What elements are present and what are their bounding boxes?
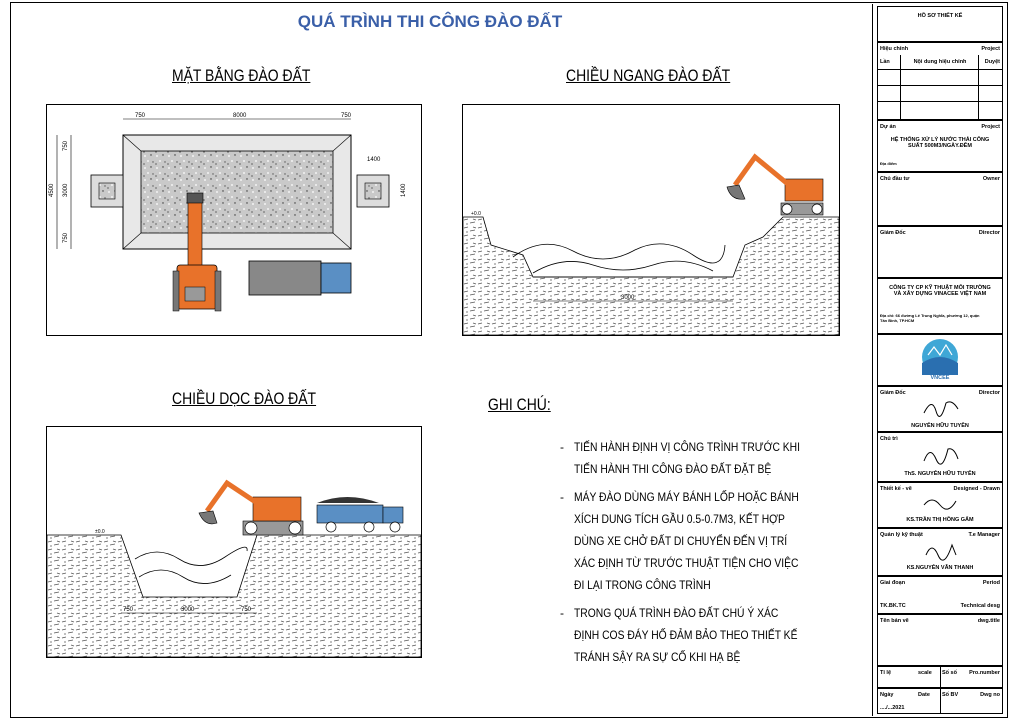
title-block: HỒ SƠ THIẾT KẾ Hiệu chỉnh Project Lần Nộ… xyxy=(872,4,1007,716)
dim-side-w: 1400 xyxy=(367,157,381,163)
dim-side-h: 1400 xyxy=(401,183,407,197)
tb-header: HỒ SƠ THIẾT KẾ xyxy=(877,6,1003,42)
page-title: QUÁ TRÌNH THI CÔNG ĐÀO ĐẤT xyxy=(297,12,563,31)
note-item: -TRONG QUÁ TRÌNH ĐÀO ĐẤT CHÚ Ý XÁC ĐỊNH … xyxy=(560,602,840,668)
tb-date: Ngày Date Số BV Dwg no ..../...2021 xyxy=(877,688,1003,714)
cross-title: CHIỀU NGANG ĐÀO ĐẤT xyxy=(566,66,731,85)
cross-drawing: +0.0 3000 xyxy=(462,153,840,336)
dim-left-mid: 3000 xyxy=(63,183,69,197)
company-logo xyxy=(922,339,958,375)
dim-left-top: 750 xyxy=(63,140,69,151)
tb-manager: Quản lý kỹ thuật T.e Manager KS.NGUYỄN V… xyxy=(877,528,1003,576)
dim-left-total: 4500 xyxy=(49,183,55,197)
tb-phase: Giai đoạn Period TK.BK.TC Technical desg xyxy=(877,576,1003,614)
tb-director-2: Giám Đốc Director NGUYỄN HỮU TUYÊN xyxy=(877,386,1003,432)
note-item: -TIẾN HÀNH ĐỊNH VỊ CÔNG TRÌNH TRƯỚC KHI … xyxy=(560,436,840,480)
note-item: -MÁY ĐÀO DÙNG MÁY BÁNH LỐP HOẶC BÁNH XÍC… xyxy=(560,486,840,596)
tb-owner: Chủ đầu tư Owner xyxy=(877,172,1003,226)
dim-top-right: 750 xyxy=(341,113,352,119)
plan-title: MẶT BẰNG ĐÀO ĐẤT xyxy=(172,66,311,85)
plan-drawing: 750 8000 750 4500 750 3000 750 1400 1400 xyxy=(49,113,407,312)
cross-dim-bottom: 3000 xyxy=(621,295,635,301)
signature-1 xyxy=(923,401,959,417)
notes-list: -TIẾN HÀNH ĐỊNH VỊ CÔNG TRÌNH TRƯỚC KHI … xyxy=(560,436,840,674)
long-panel: ±0.0 750 3000 750 xyxy=(46,426,422,658)
long-title: CHIỀU DỌC ĐÀO ĐẤT xyxy=(172,389,317,408)
notes-title: GHI CHÚ: xyxy=(488,395,551,414)
cross-level: +0.0 xyxy=(471,211,481,217)
tb-logo: VNCEE xyxy=(877,334,1003,386)
long-dim-right: 750 xyxy=(241,607,252,613)
long-level: ±0.0 xyxy=(95,529,105,535)
long-dim-middle: 3000 xyxy=(181,607,195,613)
note-text: TIẾN HÀNH ĐỊNH VỊ CÔNG TRÌNH TRƯỚC KHI T… xyxy=(574,440,800,476)
drawing-frame xyxy=(10,2,1008,718)
long-drawing: ±0.0 750 3000 750 xyxy=(46,479,422,658)
tb-chutri: Chủ trì ThS. NGUYỄN HỮU TUYÊN xyxy=(877,432,1003,482)
plan-panel: 750 8000 750 4500 750 3000 750 1400 1400 xyxy=(46,104,422,336)
signature-3 xyxy=(923,499,957,510)
note-text: MÁY ĐÀO DÙNG MÁY BÁNH LỐP HOẶC BÁNH XÍCH… xyxy=(574,490,799,592)
signature-2 xyxy=(923,448,959,465)
tb-company: CÔNG TY CP KỸ THUẬT MÔI TRƯỜNG VÀ XÂY DỰ… xyxy=(877,278,1003,334)
long-dim-left: 750 xyxy=(123,607,134,613)
dim-left-bot: 750 xyxy=(63,232,69,243)
tb-scale: Tỉ lệ scale Số số Pro.number xyxy=(877,666,1003,688)
tb-director-1: Giám Đốc Director xyxy=(877,226,1003,278)
dim-top-middle: 8000 xyxy=(233,113,247,119)
tb-design: Thiết kế - vẽ Designed - Drawn KS.TRẦN T… xyxy=(877,482,1003,528)
dim-top-left: 750 xyxy=(135,113,146,119)
tb-drawing-name: Tên bản vẽ dwg.title xyxy=(877,614,1003,666)
tb-revision: Hiệu chỉnh Project Lần Nội dung hiệu chỉ… xyxy=(877,42,1003,120)
signature-4 xyxy=(925,543,957,561)
note-text: TRONG QUÁ TRÌNH ĐÀO ĐẤT CHÚ Ý XÁC ĐỊNH C… xyxy=(574,606,798,664)
tb-project: Dự án Project HỆ THỐNG XỬ LÝ NƯỚC THẢI C… xyxy=(877,120,1003,172)
cross-panel: +0.0 3000 xyxy=(462,104,840,336)
